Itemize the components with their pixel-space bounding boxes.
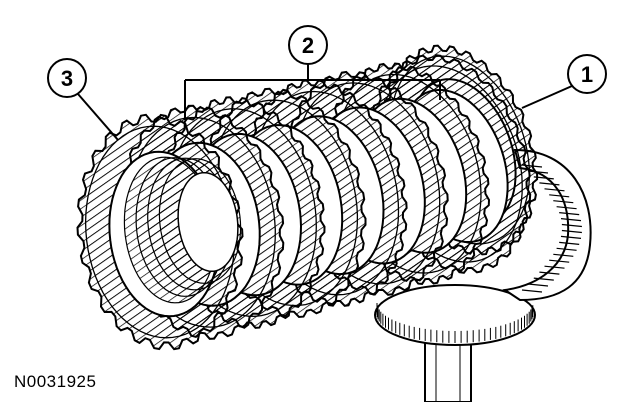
callout-2-number: 2 — [302, 33, 314, 58]
clutch-drum — [502, 148, 592, 302]
callout-1-number: 1 — [581, 62, 593, 87]
clutch-plate-stack — [76, 44, 539, 351]
callout-3-number: 3 — [61, 66, 73, 91]
callout-2: 2 — [184, 25, 441, 120]
clutch-hub — [374, 284, 536, 346]
callout-1: 1 — [521, 54, 607, 109]
callout-3: 3 — [47, 58, 119, 141]
front-plate-bore — [123, 156, 242, 304]
figure-id-label: N0031925 — [14, 372, 97, 391]
